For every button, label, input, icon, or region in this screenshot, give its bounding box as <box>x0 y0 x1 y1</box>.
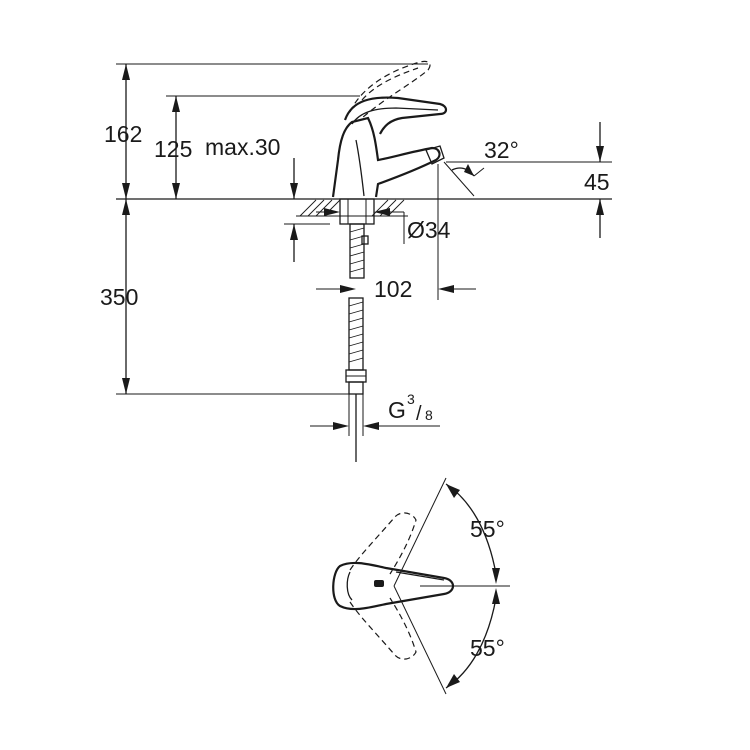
dim-g38-denominator: 8 <box>425 407 433 423</box>
dim-g38-main: G <box>388 397 406 423</box>
supply-hose-lower <box>345 297 367 462</box>
dim-162 <box>122 64 130 199</box>
dim-swivel-up <box>393 477 500 587</box>
dim-angle-32-label: 32° <box>484 137 519 163</box>
dim-d34-label: Ø34 <box>407 217 451 243</box>
dim-45-label: 45 <box>584 169 610 195</box>
faucet-body-shading <box>355 139 365 197</box>
dim-102 <box>316 164 476 300</box>
dim-g38 <box>310 394 440 436</box>
handle-outline <box>343 96 448 135</box>
dim-g38-slash: / <box>416 403 422 425</box>
mounting-nut <box>339 198 375 225</box>
deck-hatch <box>296 199 408 217</box>
dim-max30-label: max.30 <box>205 134 280 160</box>
dim-swivel-down-label: 55° <box>470 635 505 661</box>
handle-swivel-up <box>349 512 417 575</box>
spout-tip <box>425 145 445 165</box>
supply-hose-upper <box>349 223 369 279</box>
dim-125 <box>172 96 180 199</box>
dim-350 <box>122 199 130 394</box>
dim-max30 <box>284 158 330 262</box>
dim-swivel-down <box>393 585 500 695</box>
dim-angle-32 <box>443 161 485 197</box>
top-view: 55° 55° <box>332 477 510 695</box>
dim-d34 <box>316 208 405 244</box>
dim-45 <box>446 122 612 238</box>
handle-top-inner <box>346 571 353 601</box>
dim-350-label: 350 <box>100 284 138 310</box>
dim-162-label: 162 <box>104 121 142 147</box>
faucet-body <box>331 116 441 198</box>
dim-125-label: 125 <box>154 136 192 162</box>
dim-swivel-up-label: 55° <box>470 516 505 542</box>
handle-swivel-down <box>349 597 417 660</box>
side-view: 162 125 max.30 350 <box>100 60 612 462</box>
handle-top-edge <box>395 571 445 581</box>
handle-top-indicator <box>374 580 384 587</box>
dim-g38-numerator: 3 <box>407 391 415 407</box>
handle-raised-inner <box>361 67 419 101</box>
handle-top-outline <box>332 561 455 611</box>
dim-102-label: 102 <box>374 276 412 302</box>
